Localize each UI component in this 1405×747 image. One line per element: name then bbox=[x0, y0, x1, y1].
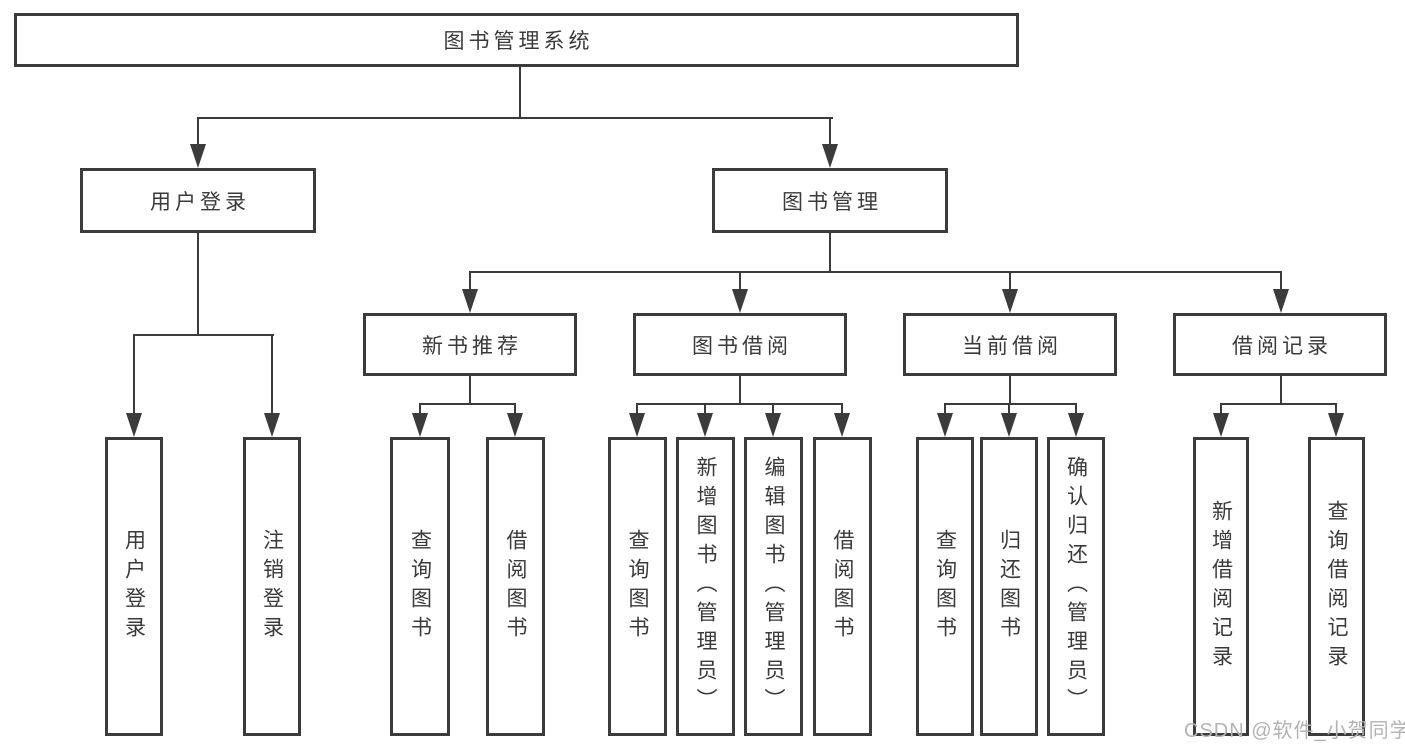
connector-root-stem bbox=[519, 67, 521, 118]
leaf-logout: 注销登录 bbox=[243, 437, 301, 736]
leaf-query-books-s3: 查询图书 bbox=[916, 437, 974, 736]
arrowhead-icon bbox=[190, 144, 206, 168]
arrowhead-icon bbox=[834, 413, 850, 437]
node-root-label: 图书管理系统 bbox=[443, 30, 594, 53]
connector-stem-section bbox=[1280, 271, 1282, 290]
node-book-management: 图书管理 bbox=[712, 168, 948, 233]
connector-section2-split bbox=[636, 403, 843, 405]
leaf-return-books: 归还图书 bbox=[980, 437, 1038, 736]
connector-stem-leaf bbox=[1075, 403, 1077, 413]
connector-stem-leaf bbox=[514, 403, 516, 413]
leaf-label: 借阅图书 bbox=[831, 528, 854, 645]
connector-stem-leaf bbox=[1335, 403, 1337, 413]
connector-stem-leaf bbox=[419, 403, 421, 413]
connector-section3-split bbox=[944, 403, 1077, 405]
section-title-label: 新书推荐 bbox=[422, 334, 522, 358]
connector-stem-leaf bbox=[636, 403, 638, 413]
leaf-query-borrow-record: 查询借阅记录 bbox=[1308, 437, 1365, 736]
arrowhead-icon bbox=[822, 144, 838, 168]
leaf-borrow-books-s1: 借阅图书 bbox=[486, 437, 545, 736]
leaf-label: 新增图书（管理员） bbox=[694, 456, 717, 717]
node-user-login-label: 用户登录 bbox=[150, 190, 250, 214]
arrowhead-icon bbox=[264, 413, 280, 437]
connector-section1-stem bbox=[469, 375, 471, 405]
arrowhead-icon bbox=[937, 413, 953, 437]
leaf-label: 用户登录 bbox=[122, 528, 146, 645]
node-book-management-label: 图书管理 bbox=[782, 190, 882, 214]
connector-section4-split bbox=[1220, 403, 1337, 405]
connector-user-login-stem bbox=[197, 232, 199, 335]
node-user-login: 用户登录 bbox=[80, 168, 316, 233]
arrowhead-icon bbox=[1002, 289, 1018, 313]
arrowhead-icon bbox=[1213, 413, 1229, 437]
arrowhead-icon bbox=[697, 413, 713, 437]
section-title-label: 借阅记录 bbox=[1232, 334, 1332, 358]
connector-book-management-stem bbox=[829, 232, 831, 273]
node-book-borrowing: 图书借阅 bbox=[633, 313, 847, 376]
leaf-label: 查询借阅记录 bbox=[1325, 499, 1348, 674]
leaf-label: 查询图书 bbox=[933, 528, 957, 645]
section-title-label: 图书借阅 bbox=[692, 334, 792, 358]
arrowhead-icon bbox=[462, 289, 478, 313]
leaf-query-books-s2: 查询图书 bbox=[608, 437, 667, 736]
node-borrow-records: 借阅记录 bbox=[1173, 313, 1387, 376]
connector-stem-leaf bbox=[133, 334, 135, 414]
connector-book-management-split bbox=[469, 271, 1282, 273]
connector-main-horizontal bbox=[197, 117, 833, 119]
connector-section1-split bbox=[419, 403, 516, 405]
node-current-borrowing: 当前借阅 bbox=[903, 313, 1117, 376]
connector-stem-leaf bbox=[772, 403, 774, 413]
connector-stem-leaf bbox=[841, 403, 843, 413]
leaf-label: 新增借阅记录 bbox=[1209, 499, 1233, 674]
connector-stem-leaf bbox=[704, 403, 706, 413]
connector-stem-leaf bbox=[1220, 403, 1222, 413]
connector-stem-leaf bbox=[944, 403, 946, 413]
leaf-label: 确认归还（管理员） bbox=[1064, 456, 1088, 717]
leaf-label: 编辑图书（管理员） bbox=[762, 456, 785, 717]
arrowhead-icon bbox=[629, 413, 645, 437]
leaf-add-books-admin: 新增图书（管理员） bbox=[676, 437, 735, 736]
arrowhead-icon bbox=[1328, 413, 1344, 437]
arrowhead-icon bbox=[507, 413, 523, 437]
csdn-watermark: CSDN @软件_小贺同学 bbox=[1184, 720, 1405, 742]
node-root: 图书管理系统 bbox=[14, 13, 1019, 67]
arrowhead-icon bbox=[412, 413, 428, 437]
node-new-book-recommend: 新书推荐 bbox=[363, 313, 577, 376]
connector-stem-leaf bbox=[271, 334, 273, 414]
connector-stem-section bbox=[739, 271, 741, 290]
leaf-label: 借阅图书 bbox=[504, 528, 527, 645]
arrowhead-icon bbox=[732, 289, 748, 313]
leaf-label: 查询图书 bbox=[626, 528, 649, 645]
connector-section3-stem bbox=[1009, 375, 1011, 405]
arrowhead-icon bbox=[765, 413, 781, 437]
arrowhead-icon bbox=[126, 413, 142, 437]
connector-section4-stem bbox=[1280, 375, 1282, 405]
arrowhead-icon bbox=[1068, 413, 1084, 437]
leaf-add-borrow-record: 新增借阅记录 bbox=[1193, 437, 1249, 736]
connector-user-login-split bbox=[133, 334, 274, 336]
leaf-user-login: 用户登录 bbox=[105, 437, 163, 736]
leaf-label: 注销登录 bbox=[260, 528, 284, 645]
leaf-edit-books-admin: 编辑图书（管理员） bbox=[744, 437, 803, 736]
connector-stem-user-login bbox=[197, 117, 199, 145]
leaf-confirm-return-admin: 确认归还（管理员） bbox=[1047, 437, 1105, 736]
connector-stem-section bbox=[469, 271, 471, 290]
connector-section2-stem bbox=[739, 375, 741, 405]
section-title-label: 当前借阅 bbox=[962, 334, 1062, 358]
arrowhead-icon bbox=[1001, 413, 1017, 437]
leaf-label: 查询图书 bbox=[408, 528, 432, 645]
leaf-borrow-books-s2: 借阅图书 bbox=[813, 437, 872, 736]
connector-stem-section bbox=[1009, 271, 1011, 290]
leaf-query-books-s1: 查询图书 bbox=[390, 437, 450, 736]
arrowhead-icon bbox=[1273, 289, 1289, 313]
leaf-label: 归还图书 bbox=[997, 528, 1021, 645]
connector-stem-leaf bbox=[1008, 403, 1010, 413]
connector-stem-book-management bbox=[829, 117, 831, 145]
